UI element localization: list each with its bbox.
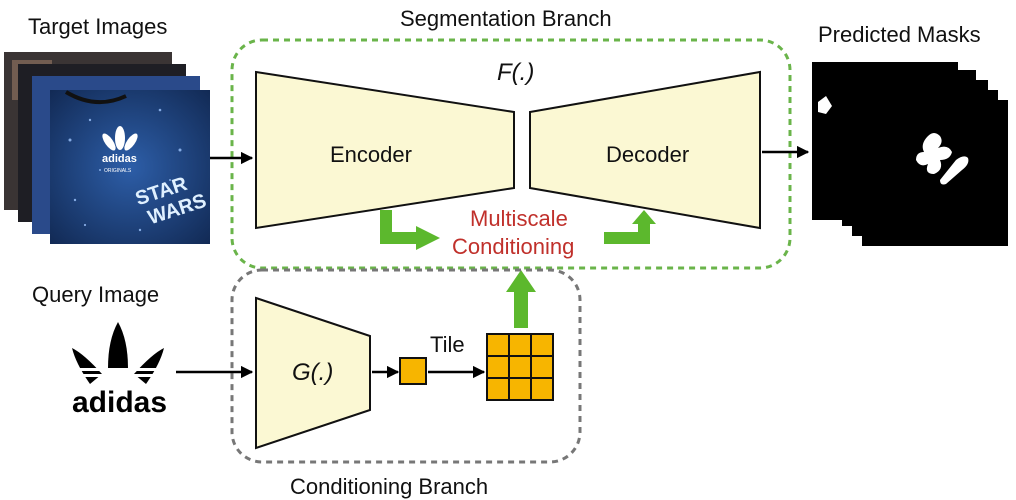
conditioning-branch-box (230, 268, 582, 464)
green-arrow-up (506, 270, 536, 328)
segmentation-branch-label: Segmentation Branch (400, 6, 612, 31)
tile-grid (486, 333, 554, 401)
decoder-block (529, 70, 761, 230)
green-arrow-left (380, 210, 440, 250)
adidas-trefoil-icon (72, 322, 164, 384)
target-images-label: Target Images (28, 14, 167, 39)
query-image-label: Query Image (32, 282, 159, 307)
decoder-label: Decoder (606, 142, 689, 167)
feature-vector-square (399, 357, 427, 385)
g-function-label: G(.) (292, 359, 333, 386)
target-images-stack: adidas ORIGINALS STAR WARS (4, 52, 210, 244)
segmentation-branch-box (230, 38, 792, 270)
adidas-wordmark: adidas (72, 386, 167, 419)
conditioning-branch-label: Conditioning Branch (290, 474, 488, 499)
mask-shape-icon (916, 133, 969, 185)
card-wordmark: adidas (102, 153, 137, 165)
encoder-label: Encoder (330, 142, 412, 167)
g-block (255, 296, 371, 450)
multiscale-label: Multiscale (470, 206, 568, 231)
conditioning-label: Conditioning (452, 234, 574, 259)
predicted-masks-stack (812, 62, 1008, 246)
card-trefoil-icon (102, 126, 138, 151)
tile-label: Tile (430, 332, 465, 357)
green-arrow-right (604, 210, 656, 244)
encoder-block (255, 70, 515, 230)
card-subtext: ORIGINALS (104, 168, 132, 174)
predicted-masks-label: Predicted Masks (818, 22, 981, 47)
f-function-label: F(.) (497, 59, 534, 86)
